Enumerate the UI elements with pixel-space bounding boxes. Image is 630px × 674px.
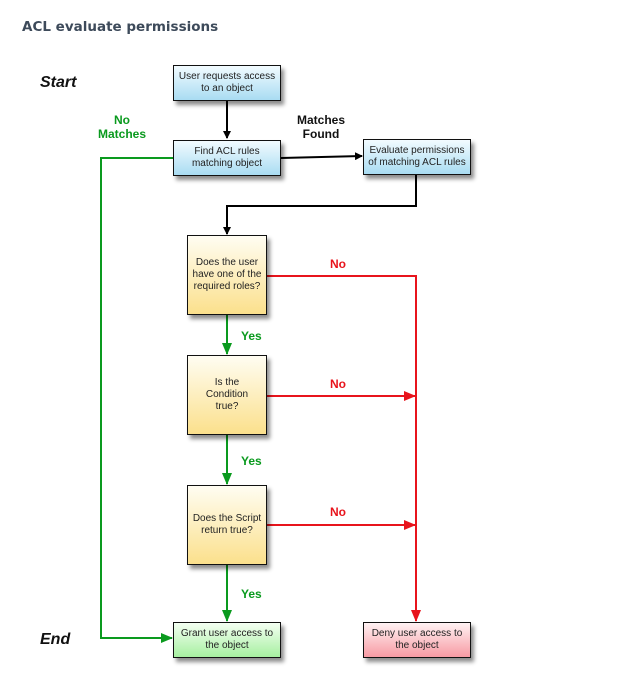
decision-required-roles: Does the user have one of the required r… bbox=[187, 235, 267, 315]
page-title: ACL evaluate permissions bbox=[22, 19, 219, 35]
yes-label-condition: Yes bbox=[241, 454, 262, 468]
no-label-condition: No bbox=[330, 377, 346, 391]
yes-label-script: Yes bbox=[241, 587, 262, 601]
no-label-roles: No bbox=[330, 257, 346, 271]
arrow-find-to-evaluate bbox=[280, 152, 363, 161]
yes-label-roles: Yes bbox=[241, 329, 262, 343]
arrow-no-1 bbox=[267, 275, 421, 622]
arrow-no-matches bbox=[100, 157, 173, 643]
arrow-evaluate-to-roles bbox=[223, 175, 417, 235]
no-matches-label: No Matches bbox=[97, 113, 147, 141]
no-label-script: No bbox=[330, 505, 346, 519]
matches-found-label: Matches Found bbox=[296, 113, 346, 141]
decision-script: Does the Script return true? bbox=[187, 485, 267, 565]
end-label: End bbox=[40, 631, 71, 648]
decision-condition: Is the Condition true? bbox=[187, 355, 267, 435]
start-label: Start bbox=[40, 74, 77, 91]
node-deny-access: Deny user access to the object bbox=[363, 622, 471, 658]
node-find-acl-rules: Find ACL rules matching object bbox=[173, 140, 281, 176]
node-evaluate-permissions: Evaluate permissions of matching ACL rul… bbox=[363, 139, 471, 175]
node-user-request: User requests access to an object bbox=[173, 65, 281, 101]
node-grant-access: Grant user access to the object bbox=[173, 622, 281, 658]
